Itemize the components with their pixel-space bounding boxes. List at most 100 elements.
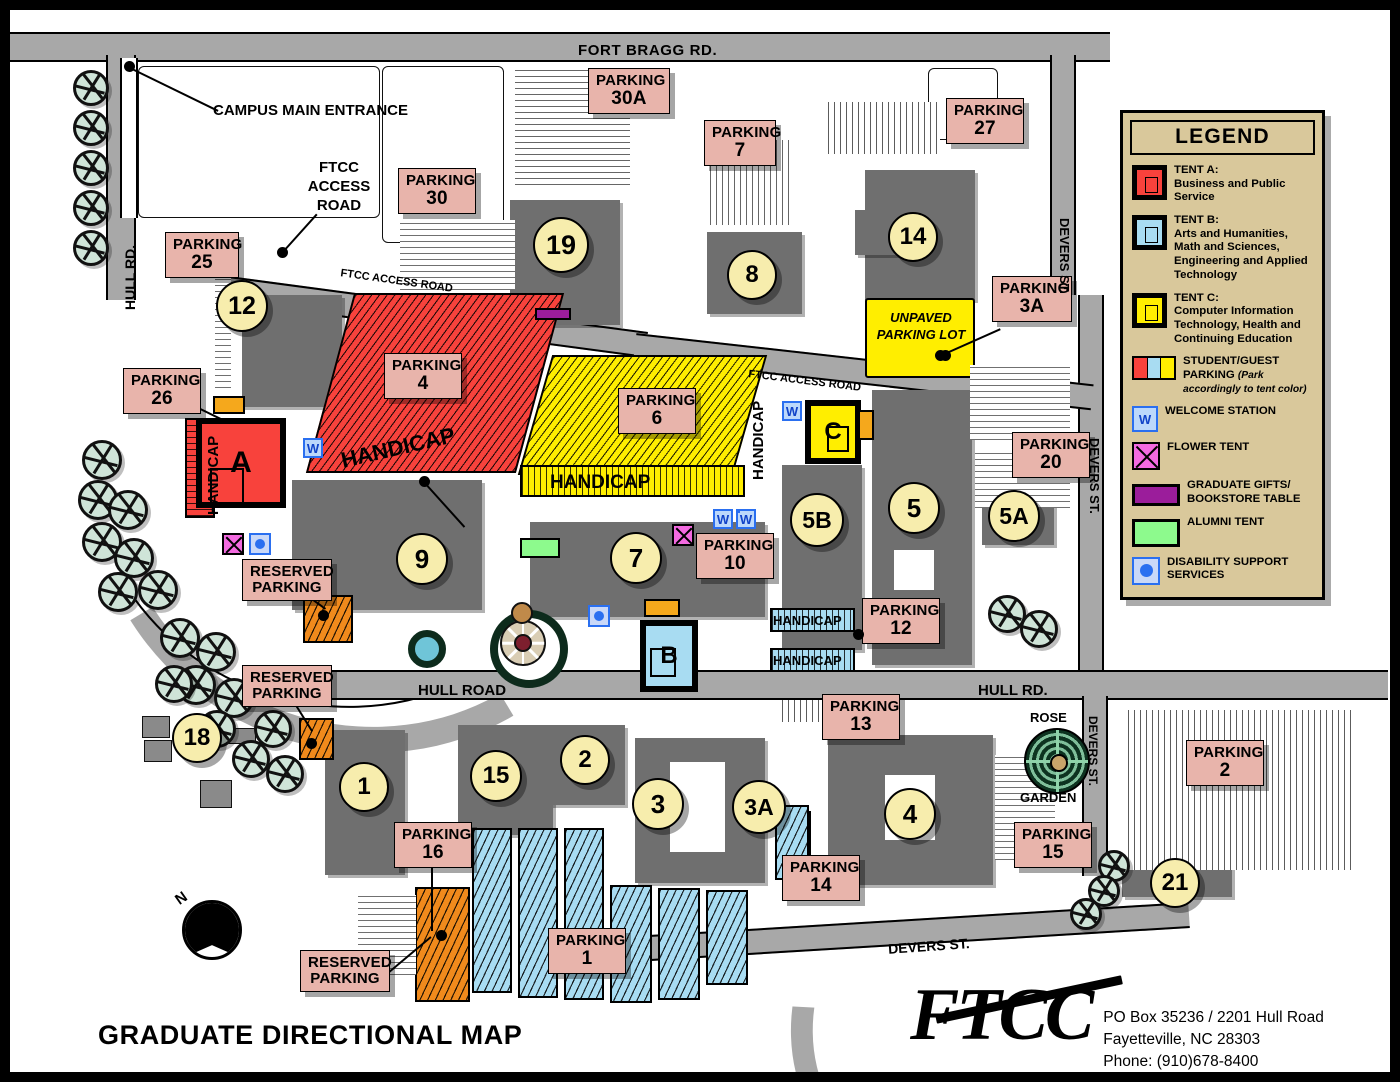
parking-6[interactable]: PARKING 6 — [618, 388, 696, 435]
campus-entrance-stub — [120, 58, 138, 218]
parking-30a[interactable]: PARKING 30A — [588, 68, 670, 115]
parking-13[interactable]: PARKING 13 — [822, 694, 900, 741]
reserved-parking-lower[interactable]: RESERVED PARKING — [300, 950, 392, 992]
campus-main-entrance-text: CAMPUS MAIN ENTRANCE — [213, 102, 408, 119]
building-21[interactable]: 21 — [1150, 858, 1200, 908]
welcome-station-plaza-1[interactable]: W — [713, 509, 733, 529]
alumni-tent-marker[interactable] — [520, 538, 560, 558]
parking-12[interactable]: PARKING 12 — [862, 598, 940, 645]
tree — [254, 710, 292, 748]
tent-a-gifts-table[interactable] — [213, 396, 245, 414]
reserved-parking-mid-line2: PARKING — [252, 684, 322, 702]
building-14[interactable]: 14 — [888, 212, 938, 262]
parking-1[interactable]: PARKING 1 — [548, 928, 626, 975]
legend-welcome-glyph: W — [1138, 411, 1152, 427]
flower-tent-center[interactable] — [672, 524, 694, 546]
parking-10[interactable]: PARKING 10 — [696, 533, 774, 580]
bookstore-table-bldg19[interactable] — [535, 308, 571, 320]
building-18[interactable]: 18 — [172, 713, 222, 763]
welcome-station-glyph: W — [739, 511, 753, 527]
tent-b-inner-box — [650, 648, 676, 677]
parking-20[interactable]: PARKING 20 — [1012, 432, 1090, 479]
dot-parking-12 — [853, 629, 864, 640]
building-5b[interactable]: 5B — [790, 493, 844, 547]
welcome-station-glyph: W — [716, 511, 730, 527]
building-9[interactable]: 9 — [396, 533, 448, 585]
building-21-label: 21 — [1161, 869, 1189, 896]
devers-st-mid-strip — [1078, 295, 1104, 670]
building-1[interactable]: 1 — [339, 762, 389, 812]
parking-13-line2: 13 — [850, 713, 872, 735]
street-label-devers-st-north: DEVERS ST. — [1057, 218, 1072, 294]
handicap-lot6-bottom: HANDICAP — [550, 472, 651, 493]
welcome-station-glyph: W — [306, 440, 320, 456]
dot-reserved-lower — [436, 930, 447, 941]
welcome-station-tent-a[interactable]: W — [303, 438, 323, 458]
building-4[interactable]: 4 — [884, 788, 936, 840]
building-5-courtyard — [894, 550, 934, 590]
tent-b-marker[interactable]: B — [640, 620, 698, 692]
building-7-label: 7 — [628, 542, 644, 573]
building-19[interactable]: 19 — [533, 217, 589, 273]
ftcc-address-line1: PO Box 35236 / 2201 Hull Road — [1103, 1009, 1324, 1026]
flower-tent-west[interactable] — [222, 533, 244, 555]
ftcc-access-road-dot — [277, 247, 288, 258]
building-2[interactable]: 2 — [560, 735, 610, 785]
parking-7[interactable]: PARKING 7 — [704, 120, 781, 167]
parking-2[interactable]: PARKING 2 — [1186, 740, 1264, 787]
building-3a[interactable]: 3A — [732, 780, 786, 834]
building-8-label: 8 — [745, 261, 759, 288]
reserved-parking-lower-line1: RESERVED — [308, 954, 392, 971]
compass-needle — [185, 903, 239, 957]
parking-16[interactable]: PARKING 16 — [394, 822, 472, 869]
parking-25-line2: 25 — [191, 251, 213, 273]
tree — [1098, 850, 1130, 882]
parking-27-line2: 27 — [974, 117, 996, 139]
rose-garden — [1024, 728, 1090, 794]
building-3[interactable]: 3 — [632, 778, 684, 830]
building-7[interactable]: 7 — [610, 532, 662, 584]
dot-reserved-mid — [306, 738, 317, 749]
building-8[interactable]: 8 — [727, 250, 777, 300]
building-15[interactable]: 15 — [470, 750, 522, 802]
legend-title: LEGEND — [1130, 120, 1315, 155]
tent-c-inner-box — [827, 426, 849, 452]
disability-support-west[interactable] — [249, 533, 271, 555]
parking-3a-north[interactable]: PARKING 3A — [992, 276, 1072, 323]
parking-lot-1-row-f — [706, 890, 748, 985]
legend-item-welcome-station-text: WELCOME STATION — [1165, 405, 1276, 418]
tent-c-marker[interactable]: C — [805, 400, 861, 464]
parking-26[interactable]: PARKING 26 — [123, 368, 201, 415]
campus-main-entrance-dot — [124, 61, 135, 72]
parking-15-line1: PARKING — [1022, 826, 1092, 843]
campus-main-entrance-label: CAMPUS MAIN ENTRANCE — [213, 102, 408, 121]
dot-unpaved-lot — [940, 350, 951, 361]
disability-support-plaza[interactable] — [588, 605, 610, 627]
building-5a-label: 5A — [999, 502, 1029, 529]
building-12[interactable]: 12 — [216, 280, 268, 332]
parking-27[interactable]: PARKING 27 — [946, 98, 1024, 145]
tree — [1020, 610, 1058, 648]
welcome-station-tent-c[interactable]: W — [782, 401, 802, 421]
building-5a[interactable]: 5A — [988, 490, 1040, 542]
building-5[interactable]: 5 — [888, 482, 940, 534]
reserved-parking-mid[interactable]: RESERVED PARKING — [242, 665, 334, 707]
legend-item-welcome-station: W WELCOME STATION — [1132, 405, 1315, 433]
parking-25[interactable]: PARKING 25 — [165, 232, 243, 279]
parking-4[interactable]: PARKING 4 — [384, 353, 462, 400]
parking-12-line2: 12 — [890, 617, 912, 639]
welcome-station-plaza-2[interactable]: W — [736, 509, 756, 529]
parking-15[interactable]: PARKING 15 — [1014, 822, 1092, 869]
parking-30[interactable]: PARKING 30 — [398, 168, 476, 215]
parking-25-line1: PARKING — [173, 236, 243, 253]
parking-lot-27-rows — [828, 102, 940, 154]
tent-b-gifts-table[interactable] — [644, 599, 680, 617]
parking-14[interactable]: PARKING 14 — [782, 855, 860, 902]
central-plaza-hub — [514, 634, 532, 652]
tent-c-gifts-table[interactable] — [858, 410, 874, 440]
building-18-label: 18 — [183, 724, 211, 751]
legend-student-parking-title: STUDENT/GUEST PARKING — [1183, 355, 1280, 381]
reserved-parking-upper[interactable]: RESERVED PARKING — [242, 559, 334, 601]
disability-support-center[interactable] — [736, 509, 740, 513]
building-3a-label: 3A — [744, 793, 774, 820]
